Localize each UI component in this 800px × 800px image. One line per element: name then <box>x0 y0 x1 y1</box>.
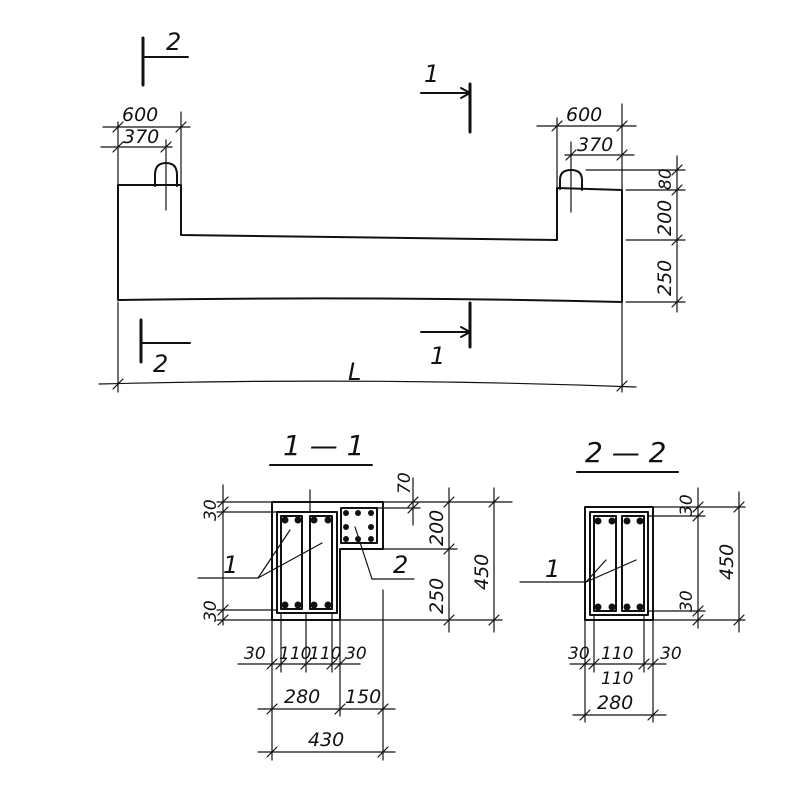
section-2-2-callout-1-line-a <box>585 559 607 583</box>
section-1-1-dim-200: 200 <box>426 510 448 546</box>
dim-left-370: 370 <box>100 126 173 164</box>
section-1-1-bottom-dims: 30 110 110 30 280 150 430 <box>237 589 396 761</box>
section-1-1-dim-30-bottom: 30 <box>201 600 221 622</box>
dim-right-370: 370 <box>564 134 635 171</box>
dim-length-label: L <box>348 358 361 386</box>
section-2-2-bottom-30a: 30 <box>568 644 590 664</box>
section-2-2-callout-1: 1 <box>545 555 560 583</box>
section-2-2-stirrup-outer <box>589 511 649 616</box>
section-1-1-right-dims: 70 200 250 450 <box>339 472 513 633</box>
section-2-2-bars <box>594 517 644 611</box>
dim-left-370-label: 370 <box>123 126 159 148</box>
beam-outline <box>117 184 623 303</box>
section-2-2-bottom-110-lower: 110 <box>601 669 633 689</box>
section-mark-1-bottom-label: 1 <box>430 342 445 370</box>
section-2-2-bottom-280: 280 <box>597 692 633 714</box>
section-mark-1-top-arrowhead <box>460 87 471 99</box>
section-1-1-bottom-280: 280 <box>284 686 320 708</box>
dim-right-vertical: 80 200 250 <box>585 155 686 313</box>
section-2-2-dim-450: 450 <box>716 544 738 580</box>
section-2-2: 2 — 2 1 <box>519 436 746 723</box>
section-2-2-dim-30-top: 30 <box>677 494 697 516</box>
section-1-1-callout-2: 2 <box>393 551 408 579</box>
section-1-1-title: 1 — 1 <box>283 429 364 462</box>
section-1-1-bars <box>281 510 374 609</box>
section-1-1-dim-30-top: 30 <box>201 499 221 521</box>
section-mark-2-bottom-label: 2 <box>153 350 168 378</box>
section-2-2-right-dims: 30 30 450 <box>647 487 746 633</box>
section-1-1-bottom-110b: 110 <box>309 644 341 664</box>
section-2-2-dim-30-bottom: 30 <box>677 590 697 612</box>
dim-right-600: 600 <box>536 103 637 191</box>
section-1-1-callout-1: 1 <box>223 551 238 579</box>
section-2-2-bottom-dims: 30 110 30 110 280 <box>568 614 682 723</box>
section-2-2-stirrup-right <box>621 515 645 612</box>
section-1-1-bottom-430: 430 <box>308 729 344 751</box>
section-2-2-bottom-110: 110 <box>601 644 633 664</box>
section-1-1-bottom-110a: 110 <box>279 644 311 664</box>
section-mark-1-top-label: 1 <box>424 60 439 88</box>
section-1-1-stirrup-right <box>309 515 333 610</box>
section-1-1-dim-450: 450 <box>471 554 493 590</box>
section-1-1-bottom-150: 150 <box>345 686 381 708</box>
section-1-1-callout-2-line <box>354 526 373 580</box>
section-mark-2-top-label: 2 <box>166 28 181 56</box>
dim-250-label: 250 <box>654 260 676 296</box>
section-1-1-bottom-30b: 30 <box>345 644 367 664</box>
beam-elevation: 2 2 1 1 600 370 <box>98 28 686 393</box>
dim-right-370-label: 370 <box>577 134 613 156</box>
dim-right-600-label: 600 <box>566 104 602 126</box>
section-1-1-left-dims: 30 30 <box>201 484 278 626</box>
dim-80-label: 80 <box>656 168 676 190</box>
dim-200-label: 200 <box>654 200 676 236</box>
section-2-2-callout-1-line-b <box>585 559 637 583</box>
dim-length: L <box>98 301 637 393</box>
section-1-1-dim-250: 250 <box>426 578 448 614</box>
dim-left-600: 600 <box>102 104 191 186</box>
section-2-2-stirrup-left <box>593 515 617 612</box>
section-1-1-stirrup-left <box>280 515 303 610</box>
section-1-1-bottom-30a: 30 <box>244 644 266 664</box>
section-1-1-stirrup-outer <box>276 511 338 614</box>
section-mark-1-bottom-arrowhead <box>460 326 471 338</box>
section-2-2-outline <box>584 506 654 621</box>
section-1-1-callout-1-line-b <box>257 542 323 579</box>
section-2-2-title: 2 — 2 <box>585 436 666 469</box>
dim-left-600-label: 600 <box>122 104 158 126</box>
section-1-1-stirrup-top <box>340 507 378 544</box>
section-1-1-callout-1-line-a <box>257 529 291 579</box>
section-2-2-bottom-30b: 30 <box>660 644 682 664</box>
section-1-1: 1 — 1 <box>197 429 513 761</box>
section-1-1-dim-70: 70 <box>395 472 415 494</box>
